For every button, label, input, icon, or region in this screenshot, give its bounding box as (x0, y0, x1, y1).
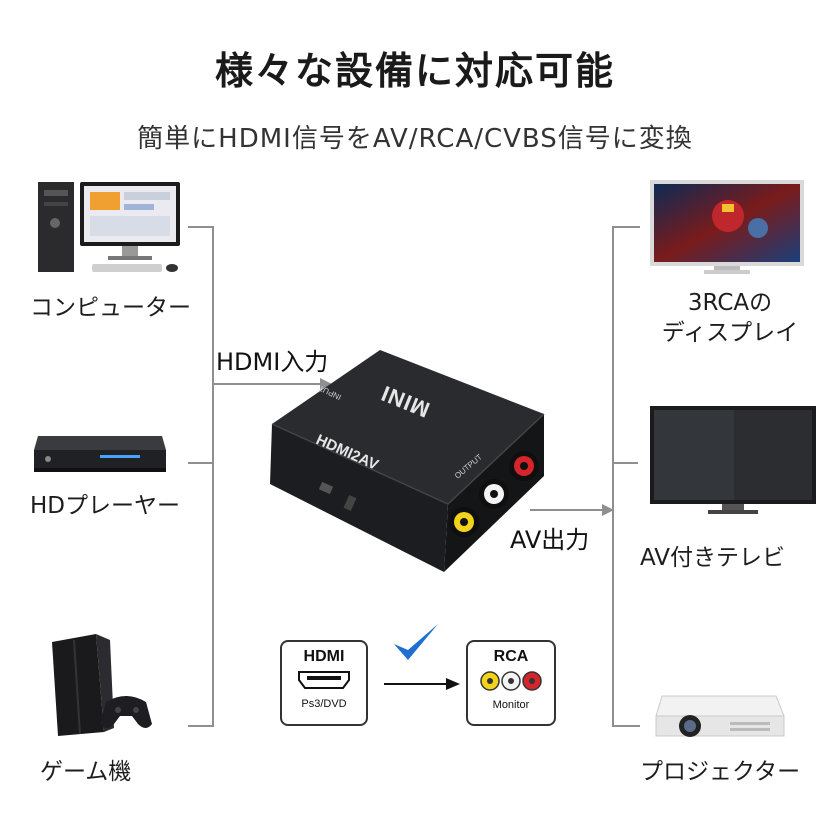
hd-player-icon (30, 430, 170, 484)
right-bracket (612, 226, 640, 727)
hdmi-badge: HDMI Ps3/DVD (280, 640, 368, 726)
source-label-hd-player: HDプレーヤー (30, 493, 181, 519)
conversion-arrow (384, 676, 460, 696)
page-subtitle: 簡単にHDMI信号をAV/RCA/CVBS信号に変換 (137, 124, 693, 154)
hdmi-port-icon (282, 668, 366, 696)
monitor-icon (648, 178, 808, 282)
rca-jacks-icon (468, 668, 554, 698)
source-label-computer: コンピューター (30, 295, 191, 321)
rca-badge-sub: Monitor (492, 699, 530, 711)
converter-device (262, 344, 552, 584)
rca-badge: RCA Monitor (466, 640, 556, 726)
hdmi-badge-sub: Ps3/DVD (301, 698, 347, 710)
hdmi-input-label: HDMI入力 (216, 348, 329, 376)
tv-icon (648, 404, 818, 524)
output-label-projector: プロジェクター (640, 759, 801, 785)
left-bracket-mid-tick (188, 462, 212, 464)
rca-badge-title: RCA (493, 648, 529, 665)
output-label-monitor-line2: ディスプレイ (661, 320, 799, 346)
left-bracket (188, 226, 214, 727)
input-arrow (212, 374, 332, 398)
right-bracket-mid-tick (612, 462, 638, 464)
output-label-monitor: 3RCAの ディスプレイ (640, 288, 820, 348)
source-label-game-console: ゲーム機 (40, 759, 132, 785)
projector-icon (650, 686, 790, 750)
output-arrow (530, 500, 614, 524)
game-console-icon (44, 632, 164, 746)
av-output-label: AV出力 (510, 526, 590, 554)
check-icon (392, 622, 440, 668)
output-label-monitor-line1: 3RCAの (687, 290, 773, 316)
page-title: 様々な設備に対応可能 (214, 49, 615, 93)
computer-icon (34, 178, 184, 282)
hdmi-badge-title: HDMI (303, 648, 345, 665)
output-label-tv: AV付きテレビ (640, 545, 785, 571)
